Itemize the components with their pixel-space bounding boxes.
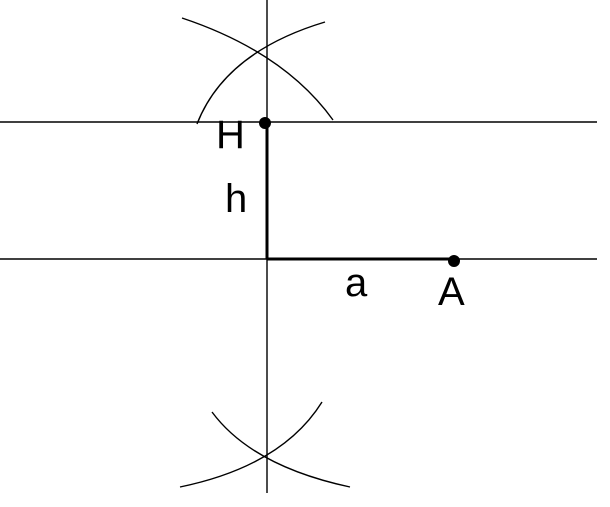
point-h-dot — [259, 117, 271, 129]
bottom-arc-right — [179, 401, 323, 488]
bottom-arc-left — [211, 411, 351, 488]
label-point-h: H — [216, 113, 245, 157]
label-segment-a: a — [345, 261, 368, 305]
top-arc-left — [181, 17, 334, 121]
label-point-a: A — [438, 270, 465, 314]
point-a-dot — [448, 255, 460, 267]
label-segment-h: h — [225, 177, 247, 221]
top-arc-right — [196, 21, 326, 125]
